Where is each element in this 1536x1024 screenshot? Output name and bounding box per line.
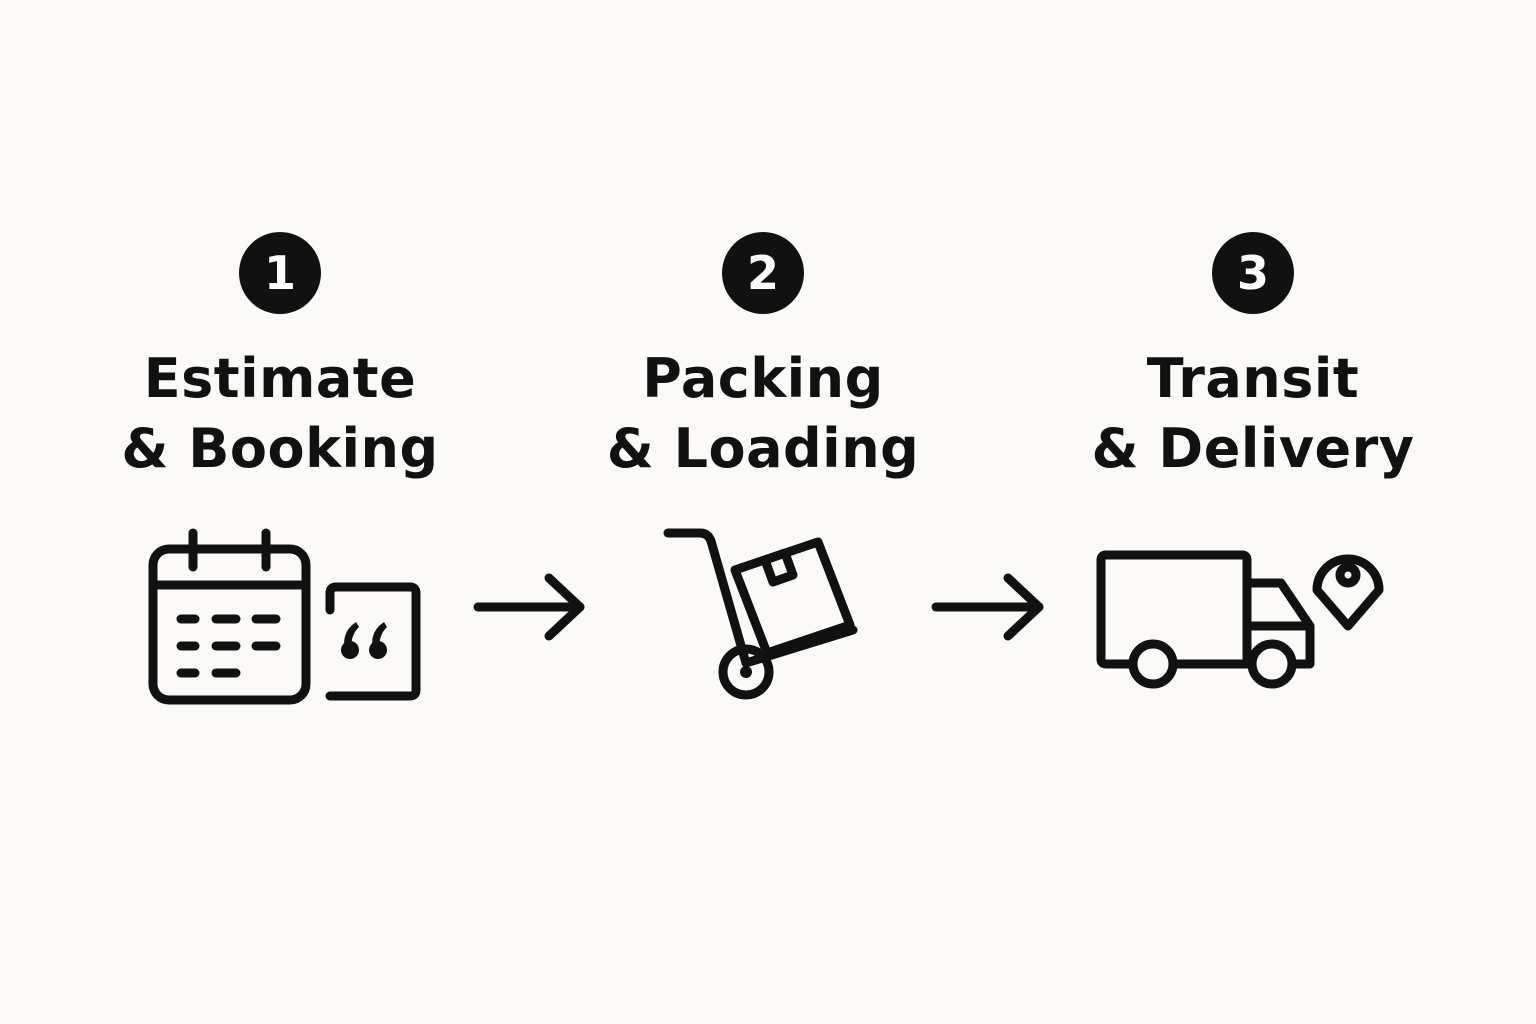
step-1-title-line-2: & Booking	[121, 417, 439, 480]
truck-location-icon	[1096, 550, 1384, 689]
truck-icon	[1096, 550, 1315, 689]
step-3: 3 Transit & Delivery	[1043, 232, 1463, 484]
calendar-icon	[148, 528, 311, 705]
step-1-title: Estimate & Booking	[70, 344, 490, 484]
step-2-title-line-1: Packing	[642, 347, 884, 410]
step-2: 2 Packing & Loading	[553, 232, 973, 484]
quote-card-icon	[325, 582, 421, 701]
step-1: 1 Estimate & Booking	[70, 232, 490, 484]
hand-truck-box-icon	[663, 528, 858, 700]
step-2-title: Packing & Loading	[553, 344, 973, 484]
step-2-number-badge: 2	[722, 232, 804, 314]
step-3-number-badge: 3	[1212, 232, 1294, 314]
location-pin-icon	[1312, 554, 1384, 631]
step-3-title-line-1: Transit	[1146, 347, 1360, 410]
step-2-title-line-2: & Loading	[606, 417, 920, 480]
step-1-number-badge: 1	[239, 232, 321, 314]
box-icon	[730, 537, 855, 658]
arrow-right-icon	[931, 573, 1044, 641]
step-1-title-line-1: Estimate	[143, 347, 417, 410]
calendar-quote-icon	[148, 528, 421, 705]
arrow-right-icon	[473, 573, 585, 641]
step-3-title-line-2: & Delivery	[1091, 417, 1415, 480]
step-3-title: Transit & Delivery	[1043, 344, 1463, 484]
